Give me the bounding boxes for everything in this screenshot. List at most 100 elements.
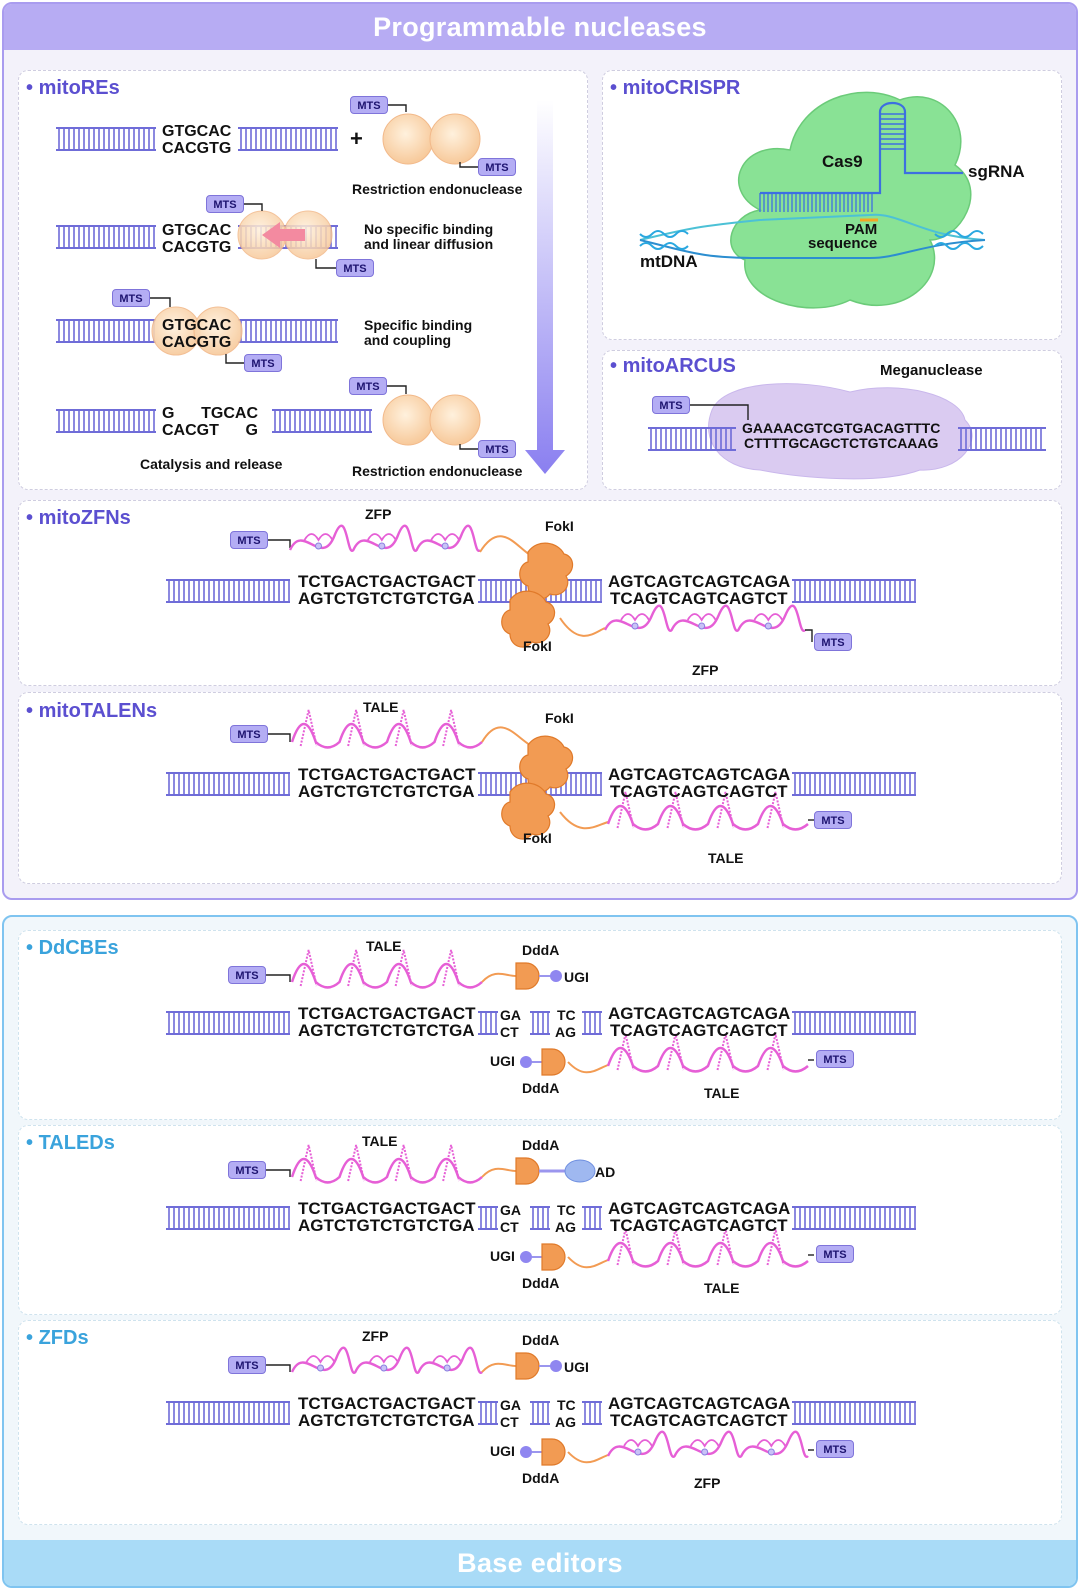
taled-dna-mid-a-base-pairs [480,1207,497,1229]
zfd-ddda-bottom [541,1438,566,1466]
fokl-dimer-top [519,542,574,600]
taled-tale-bottom-helix-2 [716,1228,735,1266]
re-dna-1-right-base-pairs [240,128,337,150]
arcus-dna-right-base-pairs [960,428,1042,450]
taled-dna-right [792,1206,916,1230]
ddcbes-tc-label: TC [557,1007,576,1023]
talen-tale-bottom-helix-1 [666,791,685,829]
zfn-zfp-bottom [603,604,806,632]
taleds-left-bottom-seq: AGTCTGTCTGTCTGA [298,1216,475,1235]
talen-tale-top-label: TALE [363,699,399,715]
zfd-zfp-bottom [606,1430,809,1458]
re-dna-3-right [238,319,338,343]
taled-dna-left [166,1206,290,1230]
ddcbes-panel [18,930,1062,1120]
zfd-zfp-top-coil-1 [369,1355,399,1364]
taleds-mts-badge-left: MTS [228,1161,266,1179]
zfds-binder-bottom-label: ZFP [694,1475,721,1491]
re-mts-badge-3a: MTS [112,289,150,307]
taleds-extra-top-label: AD [595,1164,616,1180]
talen-tale-top-helix-2 [394,709,413,747]
zfd-dna-right-base-pairs [794,1402,916,1424]
zfds-title: • ZFDs [26,1327,89,1349]
zfn-mts-badge-left: MTS [230,531,268,549]
ddcbe-dna-mid-c-base-pairs [584,1012,601,1034]
zfn-zfp-bottom-coil-0 [620,613,650,622]
ddcbes-left-top-seq: TCTGACTGACTGACT [298,1004,476,1023]
taleds-title: • TALEDs [26,1132,115,1154]
zfn-zfp-bottom-zinc-2 [764,622,772,630]
taled-dna-mid-a [478,1206,498,1230]
re-mts-badge-4b: MTS [478,440,516,458]
zfds-panel [18,1320,1062,1525]
ddcbes-artwork [166,949,916,1076]
zfd-zfp-bottom-coil-0 [623,1439,653,1448]
zfd-zfp-top [290,1346,483,1374]
talen-mts-badge-left: MTS [230,725,268,743]
pam-label: PAM sequence [808,221,878,252]
ddcbes-ddda-bottom-label: DddA [522,1080,560,1096]
re-mts-link-1a [388,104,407,112]
re-dna-1-left [56,127,156,151]
re-enzyme-4-lobe-b [429,394,481,446]
re-seq-top-2: GTGCAC [162,222,232,239]
re-dna-3-left-base-pairs [58,320,155,342]
zfn-left-bottom-seq: AGTCTGTCTGTCTGA [298,589,475,608]
re-dna-4-right-base-pairs [274,410,371,432]
zfd-zfp-top-coil-0 [305,1355,336,1364]
mitozfns-title: • mitoZFNs [26,507,131,529]
zfn-zfp-top-coil-2 [430,533,460,542]
re-mts-link-4b [459,444,478,450]
zfn-dna-right [792,579,916,603]
zfd-ugi-top [550,1360,562,1372]
mitoarcus-title: • mitoARCUS [610,355,736,377]
zfds-tc-label: TC [557,1397,576,1413]
taled-dna-mid-b-base-pairs [532,1207,549,1229]
re-enzyme-1-lobe-a [382,113,434,165]
zfds-ct-label: CT [500,1414,519,1430]
mitores-panel [18,70,588,490]
zfn-zfp-top-zinc-0 [315,542,322,550]
ddcbes-right-top-seq: AGTCAGTCAGTCAGA [608,1004,791,1023]
talen-mts-badge-right: MTS [814,811,852,829]
ddcbe-dna-mid-b [530,1011,550,1035]
ddcbes-left-bottom-seq: AGTCTGTCTGTCTGA [298,1021,475,1040]
arcus-mts-link [690,404,749,420]
mitotalens-artwork [166,709,916,840]
talen-tale-top-helix-1 [347,709,366,747]
talen-linker-bottom [559,811,609,830]
re-plus-sign: + [350,126,363,151]
re-mts-badge-3b: MTS [244,354,282,372]
zfds-ddda-top-label: DddA [522,1332,560,1348]
talen-mts-link-left [268,733,291,742]
cas9-label: Cas9 [822,152,863,171]
sgrna-hairpin [878,101,907,150]
talen-fokl-dimer-top [519,735,574,793]
zfd-linker-bottom [567,1451,609,1464]
ddcbes-ugi-bottom-label: UGI [490,1053,515,1069]
talen-dna-left [166,772,290,796]
zfd-zfp-bottom-zinc-0 [634,1448,642,1456]
zfds-ag-label: AG [555,1414,576,1430]
zfd-zfp-bottom-zinc-2 [767,1448,775,1456]
zfd-dna-right [792,1401,916,1425]
zfds-ugi-bottom-label: UGI [490,1443,515,1459]
re-seq-bottom-3: CACGTG [162,334,232,351]
taled-tale-top-helix-0 [299,1144,318,1182]
mitotalens-title: • mitoTALENs [26,700,158,722]
taled-tale-bottom-helix-0 [616,1228,635,1266]
sgrna-label: sgRNA [968,162,1025,181]
arcus-dna-left [648,427,736,451]
ddcbe-ddda-bottom [541,1048,566,1076]
re-mts-badge-1b: MTS [478,158,516,176]
taled-tale-top-helix-2 [394,1144,413,1182]
taled-ad-domain [564,1159,596,1183]
taleds-ddda-bottom-label: DddA [522,1275,560,1291]
zfn-zfp-top [288,524,481,552]
taled-dna-mid-c [582,1206,602,1230]
ddcbes-right-bottom-seq: TCAGTCAGTCAGTCT [610,1021,788,1040]
re-mts-link-3a [150,297,171,307]
zfn-zfp-top-zinc-2 [441,542,449,550]
ddcbe-dna-mid-c [582,1011,602,1035]
mitocrispr-artwork [639,91,986,309]
